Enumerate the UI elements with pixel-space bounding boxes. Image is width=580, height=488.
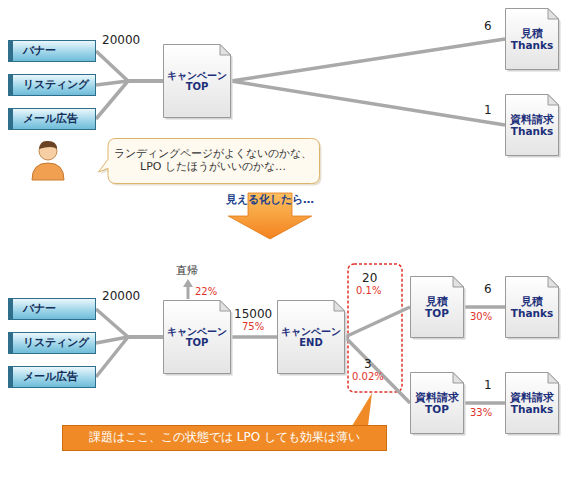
node-text: 見積 TOP (415, 295, 459, 319)
flow-count: 1 (484, 379, 492, 391)
flow-count: 6 (484, 283, 492, 295)
flow-arrow-box: 見える化したら… (215, 193, 325, 239)
doc-outline (506, 9, 559, 70)
callout-box: 課題はここ、この状態では LPO しても効果は薄い (62, 425, 387, 451)
flow-line (231, 335, 277, 339)
bubble-outline (99, 139, 320, 184)
flow-line (96, 337, 163, 377)
page-doc: 資料請求 TOP (410, 372, 464, 434)
rate-label: 75% (242, 322, 264, 332)
source-box: バナー (8, 40, 96, 62)
page-doc: キャンペーン TOP (163, 300, 231, 374)
source-box: バナー (8, 298, 96, 320)
node-text: キャンペーン TOP (166, 70, 228, 93)
page-doc: 見積 Thanks (505, 276, 559, 338)
flow-count: 20000 (102, 34, 140, 46)
flow-line (231, 81, 505, 125)
page-doc: 資料請求 Thanks (505, 372, 559, 434)
note-label: 直帰 (176, 265, 198, 276)
doc-outline (506, 95, 559, 156)
node-text: バナー (23, 45, 56, 58)
node-text: 課題はここ、この状態では LPO しても効果は薄い (89, 431, 360, 445)
rate-label: 30% (470, 312, 492, 322)
doc-fold (548, 277, 559, 288)
rate-label: 0.02% (352, 372, 384, 382)
problem-highlight (348, 264, 402, 392)
bounce-arrow (183, 279, 193, 299)
rate-label: 0.1% (356, 286, 381, 296)
doc-fold (453, 277, 464, 288)
node-text: リスティング (23, 79, 89, 92)
node-text: 資料請求 Thanks (510, 113, 554, 137)
doc-outline (411, 373, 464, 434)
flow-line (345, 307, 410, 337)
source-box: リスティング (8, 74, 96, 96)
doc-fold (220, 301, 231, 312)
page-doc: 見積 TOP (410, 276, 464, 338)
node-text: 見える化したら… (226, 194, 314, 207)
doc-outline (278, 301, 345, 374)
flow-count: 3 (364, 358, 372, 370)
doc-outline (164, 301, 231, 374)
page-doc: 資料請求 Thanks (505, 94, 559, 156)
flow-line (96, 81, 163, 119)
page-doc: キャンペーン TOP (163, 44, 231, 118)
doc-fold (548, 373, 559, 384)
doc-fold (453, 373, 464, 384)
doc-fold (220, 45, 231, 56)
node-text: バナー (23, 303, 56, 316)
node-text: 見積 Thanks (510, 295, 554, 319)
speech-bubble: ランディングページがよくないのかな、 LPO したほうがいいのかな… (98, 138, 320, 184)
flow-line (464, 401, 505, 405)
node-text: ランディングページがよくないのかな、 LPO したほうがいいのかな… (112, 148, 314, 173)
flow-count: 6 (484, 20, 492, 32)
flow-count: 20000 (102, 290, 140, 302)
doc-fold (548, 9, 559, 20)
flow-line (464, 305, 505, 309)
person-hair (39, 141, 57, 149)
flow-line (345, 337, 410, 403)
doc-fold (334, 301, 345, 312)
node-text: 資料請求 Thanks (510, 391, 554, 415)
node-text: キャンペーン END (280, 326, 342, 349)
doc-outline (506, 373, 559, 434)
node-text: メール広告 (23, 113, 78, 126)
doc-outline (506, 277, 559, 338)
person-icon (32, 141, 64, 180)
bounce-line (187, 286, 190, 299)
callout-pointer (352, 393, 372, 426)
page-doc: 見積 Thanks (505, 8, 559, 70)
person-body (32, 163, 64, 180)
page-doc: キャンペーン END (277, 300, 345, 374)
doc-fold (548, 95, 559, 106)
node-text: キャンペーン TOP (166, 326, 228, 349)
doc-outline (411, 277, 464, 338)
flow-count: 15000 (234, 308, 272, 320)
node-text: 資料請求 TOP (415, 391, 459, 415)
flow-line (96, 309, 163, 337)
node-text: 見積 Thanks (510, 27, 554, 51)
flow-count: 20 (362, 272, 377, 284)
rate-label: 33% (470, 408, 492, 418)
flow-line (231, 39, 505, 81)
node-text: リスティング (23, 337, 89, 350)
bounce-head (183, 279, 193, 287)
flow-count: 1 (484, 104, 492, 116)
source-box: リスティング (8, 332, 96, 354)
source-box: メール広告 (8, 366, 96, 388)
rate-label: 22% (195, 287, 217, 297)
flow-line (96, 51, 163, 81)
doc-outline (164, 45, 231, 118)
source-box: メール広告 (8, 108, 96, 130)
node-text: メール広告 (23, 371, 78, 384)
